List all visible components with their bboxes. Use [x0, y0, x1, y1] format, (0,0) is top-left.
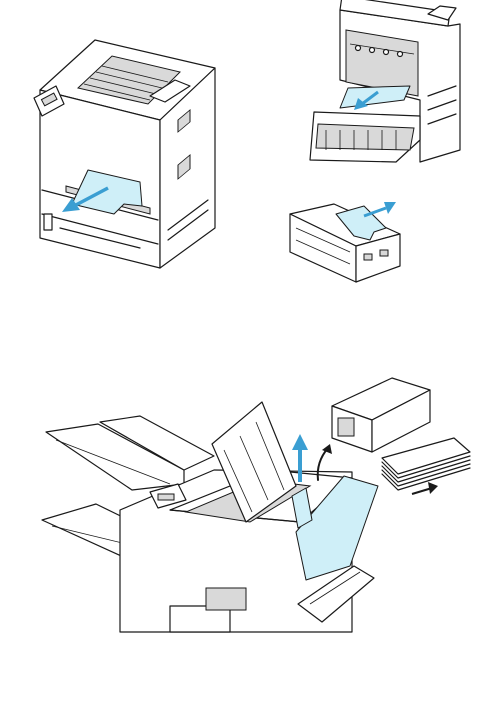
printer-icon	[34, 40, 215, 268]
duplexer-view	[290, 202, 400, 282]
toner-cartridge-icon	[332, 378, 430, 452]
printer-front-view	[34, 40, 215, 268]
rear-door-open-view	[310, 0, 460, 162]
jammed-paper	[340, 86, 410, 108]
rear-door-icon	[310, 0, 460, 162]
paper-stack	[382, 438, 470, 490]
pull-arrow-icon	[412, 482, 438, 494]
printer-top-open-view	[42, 378, 470, 632]
remove-paper-arrow-icon	[364, 202, 396, 216]
